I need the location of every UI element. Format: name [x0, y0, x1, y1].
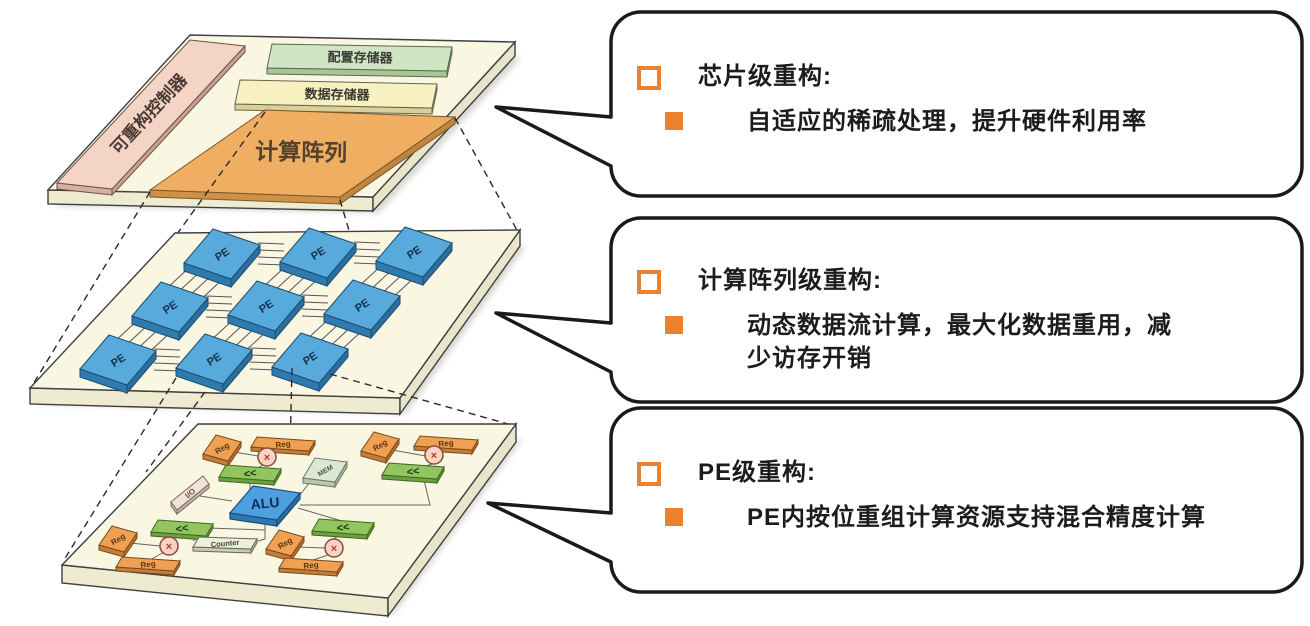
shifter-label: << [406, 465, 420, 479]
pe-tile: PE [227, 280, 305, 340]
callout-title: PE级重构: [698, 459, 817, 486]
callout-title: 计算阵列级重构: [698, 267, 882, 294]
compute-array-label: 计算阵列 [255, 138, 347, 166]
reg-block: Reg [202, 434, 242, 467]
callout-bubble-chip-level [494, 10, 1304, 198]
data-memory-block: 数据存储器 [234, 79, 438, 115]
callout-bubble-array-level [494, 216, 1304, 404]
shifter-block: << [311, 518, 375, 540]
projection-lines-array-to-pe [63, 367, 509, 561]
data-memory-label: 数据存储器 [304, 86, 370, 102]
callout-title-row: 计算阵列级重构: [637, 266, 1287, 296]
pe-tile: PE [175, 333, 253, 393]
pe-tile: PE [131, 281, 209, 341]
shifter-label: << [175, 522, 189, 536]
filled-square-bullet [665, 508, 683, 526]
reconfig-controller-block: 可重构控制器 [55, 39, 247, 197]
reg-label: Reg [438, 438, 454, 449]
pe-tile: PE [271, 332, 349, 392]
multiplier-node: × [424, 445, 444, 465]
shifter-block: << [150, 519, 214, 541]
pe-tile: PE [279, 227, 357, 287]
counter-block: Counter [192, 536, 258, 554]
pe-tile: PE [375, 226, 453, 286]
multiply-icon: × [264, 452, 270, 464]
reg-block: Reg [278, 557, 344, 577]
shifter-label: << [336, 521, 350, 535]
reg-block: Reg [98, 525, 138, 558]
callout-title: 芯片级重构: [698, 63, 832, 90]
pe-tiles: PE PE PE PE PE PE PE PE PE [79, 226, 453, 394]
config-memory-label: 配置存储器 [327, 49, 393, 65]
callout-array-level: 计算阵列级重构: 动态数据流计算，最大化数据重用，减少访存开销 [637, 266, 1287, 375]
pe-tile: PE [323, 279, 401, 339]
pe-array-board: PE PE PE PE PE PE PE PE PE [28, 226, 526, 417]
reg-label: Reg [275, 439, 291, 450]
multiply-icon: × [331, 543, 337, 555]
io-block: I/O [170, 475, 210, 515]
alu-block: ALU [229, 485, 301, 527]
reg-label: Reg [303, 560, 319, 571]
shifter-label: << [243, 467, 257, 481]
reg-block: Reg [360, 431, 400, 464]
counter-label: Counter [210, 538, 240, 549]
pe-tile: PE [79, 334, 157, 394]
filled-square-bullet [665, 112, 683, 130]
shifter-block: << [381, 462, 445, 484]
chip-level-board: 可重构控制器 配置存储器 数据存储器 计算阵列 [46, 34, 521, 213]
callout-title-row: PE级重构: [637, 458, 1287, 488]
reg-block: Reg [265, 529, 305, 562]
config-memory-block: 配置存储器 [266, 43, 453, 78]
callout-body: 自适应的稀疏处理，提升硬件利用率 [747, 108, 1147, 135]
callout-body: PE内按位重组计算资源支持混合精度计算 [747, 504, 1207, 531]
callout-pe-level: PE级重构: PE内按位重组计算资源支持混合精度计算 [637, 458, 1287, 534]
reg-block: Reg [115, 556, 181, 576]
callout-body-row: 自适应的稀疏处理，提升硬件利用率 [665, 105, 1287, 138]
compute-array-block: 计算阵列 [148, 109, 457, 205]
reg-block: Reg [250, 436, 316, 456]
mem-block: MEM [302, 457, 348, 488]
multiply-icon: × [166, 541, 172, 553]
multiply-icon: × [431, 450, 437, 462]
reg-label: Reg [140, 559, 156, 570]
pe-internal-board: Reg Reg Reg Reg Reg Reg Reg Reg << << <<… [60, 421, 522, 619]
multiplier-node: × [257, 447, 277, 467]
callout-body: 动态数据流计算，最大化数据重用，减少访存开销 [747, 312, 1172, 372]
multiplier-node: × [159, 536, 179, 556]
hollow-square-bullet [637, 270, 661, 294]
callout-bubble-pe-level [486, 406, 1304, 594]
filled-square-bullet [665, 316, 683, 334]
alu-label: ALU [250, 494, 280, 512]
callout-title-row: 芯片级重构: [637, 62, 1287, 92]
callout-body-row: 动态数据流计算，最大化数据重用，减少访存开销 [665, 309, 1287, 375]
pe-internal-blocks: Reg Reg Reg Reg Reg Reg Reg Reg << << <<… [98, 431, 479, 577]
hollow-square-bullet [637, 66, 661, 90]
shifter-block: << [218, 464, 282, 486]
callout-chip-level: 芯片级重构: 自适应的稀疏处理，提升硬件利用率 [637, 62, 1287, 138]
pe-tile: PE [183, 228, 261, 288]
reg-block: Reg [413, 435, 479, 455]
callout-bubbles [486, 10, 1304, 594]
hollow-square-bullet [637, 462, 661, 486]
multiplier-node: × [324, 538, 344, 558]
pe-interconnect-wires [112, 241, 417, 372]
callout-body-row: PE内按位重组计算资源支持混合精度计算 [665, 501, 1287, 534]
